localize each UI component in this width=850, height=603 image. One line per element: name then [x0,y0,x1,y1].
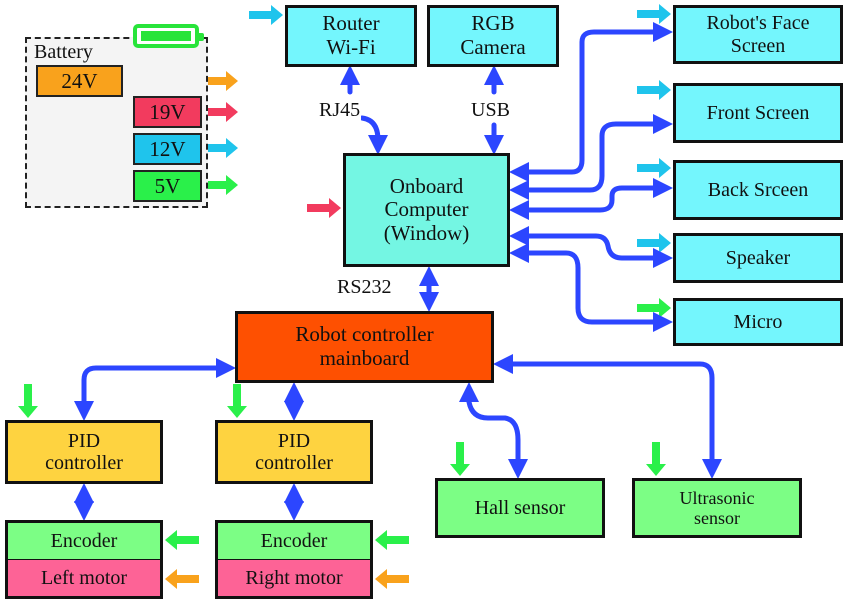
front-screen-box: Front Screen [673,83,843,143]
ultrasonic-label-1: Ultrasonic [679,487,755,508]
face-screen-label-1: Robot's Face [706,12,810,35]
power-in-motor-left-arrow [165,569,199,589]
left-motor-label: Left motor [40,566,128,589]
mainboard-label-2: mainboard [319,346,410,370]
hall-sensor-box: Hall sensor [435,478,605,538]
mainboard-label-1: Robot controller [295,322,434,347]
left-motor-box: Left motor [5,559,163,599]
battery-title: Battery [34,41,93,63]
rail-24v: 24V [36,65,123,97]
power-in-onboard-arrow [307,198,341,218]
link-back-screen [508,178,674,220]
power-in-hall-arrow [450,442,470,476]
camera-label-1: RGB [471,11,515,36]
link-front-screen [508,114,674,200]
power-in-ultrasonic-arrow [646,442,666,476]
pid-right-label-1: PID [277,429,311,452]
link-micro [508,243,674,332]
router-label-2: Wi-Fi [326,35,376,59]
camera-label-2: Camera [460,35,526,59]
onboard-label-2: Computer [384,197,469,222]
encoder-right-label: Encoder [260,529,328,552]
power-in-micro-arrow [637,298,671,318]
rail-12v: 12V [133,133,202,165]
router-label-1: Router [322,11,380,36]
encoder-right-box: Encoder [215,520,373,560]
bus-lines [74,22,722,522]
usb-label: USB [470,99,511,122]
encoder-left-label: Encoder [50,529,118,552]
power-in-back-screen-arrow [637,158,671,178]
pid-right-label-2: controller [255,452,333,474]
power-in-router-arrow [249,5,283,25]
power-in-pid-right-arrow [227,384,247,418]
encoder-left-box: Encoder [5,520,163,560]
back-screen-box: Back Srceen [673,160,843,220]
power-in-motor-right-arrow [375,569,409,589]
power-in-encoder-left-arrow [165,530,199,550]
rail-5v: 5V [133,170,202,202]
power-out-24v-arrow [204,71,238,91]
link-hall [459,381,528,480]
micro-label: Micro [733,310,783,333]
hall-sensor-label: Hall sensor [474,496,566,519]
face-screen-label-2: Screen [730,34,786,57]
onboard-label-3: (Window) [383,220,470,245]
speaker-label: Speaker [725,246,791,269]
link-router-down [359,115,388,156]
right-motor-box: Right motor [215,559,373,599]
power-out-5v-arrow [204,175,238,195]
power-in-front-screen-arrow [637,80,671,100]
micro-box: Micro [673,298,843,346]
speaker-box: Speaker [673,233,843,283]
rj45-label: RJ45 [318,99,362,122]
power-in-face-screen-arrow [637,4,671,24]
onboard-label-1: Onboard [389,173,464,198]
power-in-pid-left-arrow [18,384,38,418]
pid-left-label-2: controller [45,452,123,474]
right-motor-label: Right motor [245,566,343,589]
power-out-12v-arrow [204,138,238,158]
rs232-label: RS232 [336,276,393,299]
rail-19v: 19V [133,96,202,128]
link-pid-left [74,358,237,422]
link-ultrasonic [492,354,722,480]
pid-left-label-1: PID [67,429,101,452]
back-screen-label: Back Srceen [707,178,809,201]
power-in-encoder-right-arrow [375,530,409,550]
power-in-speaker-arrow [637,233,671,253]
battery-full-icon [133,24,204,48]
front-screen-label: Front Screen [706,101,810,124]
ultrasonic-label-2: sensor [693,508,740,528]
power-out-19v-arrow [204,102,238,122]
